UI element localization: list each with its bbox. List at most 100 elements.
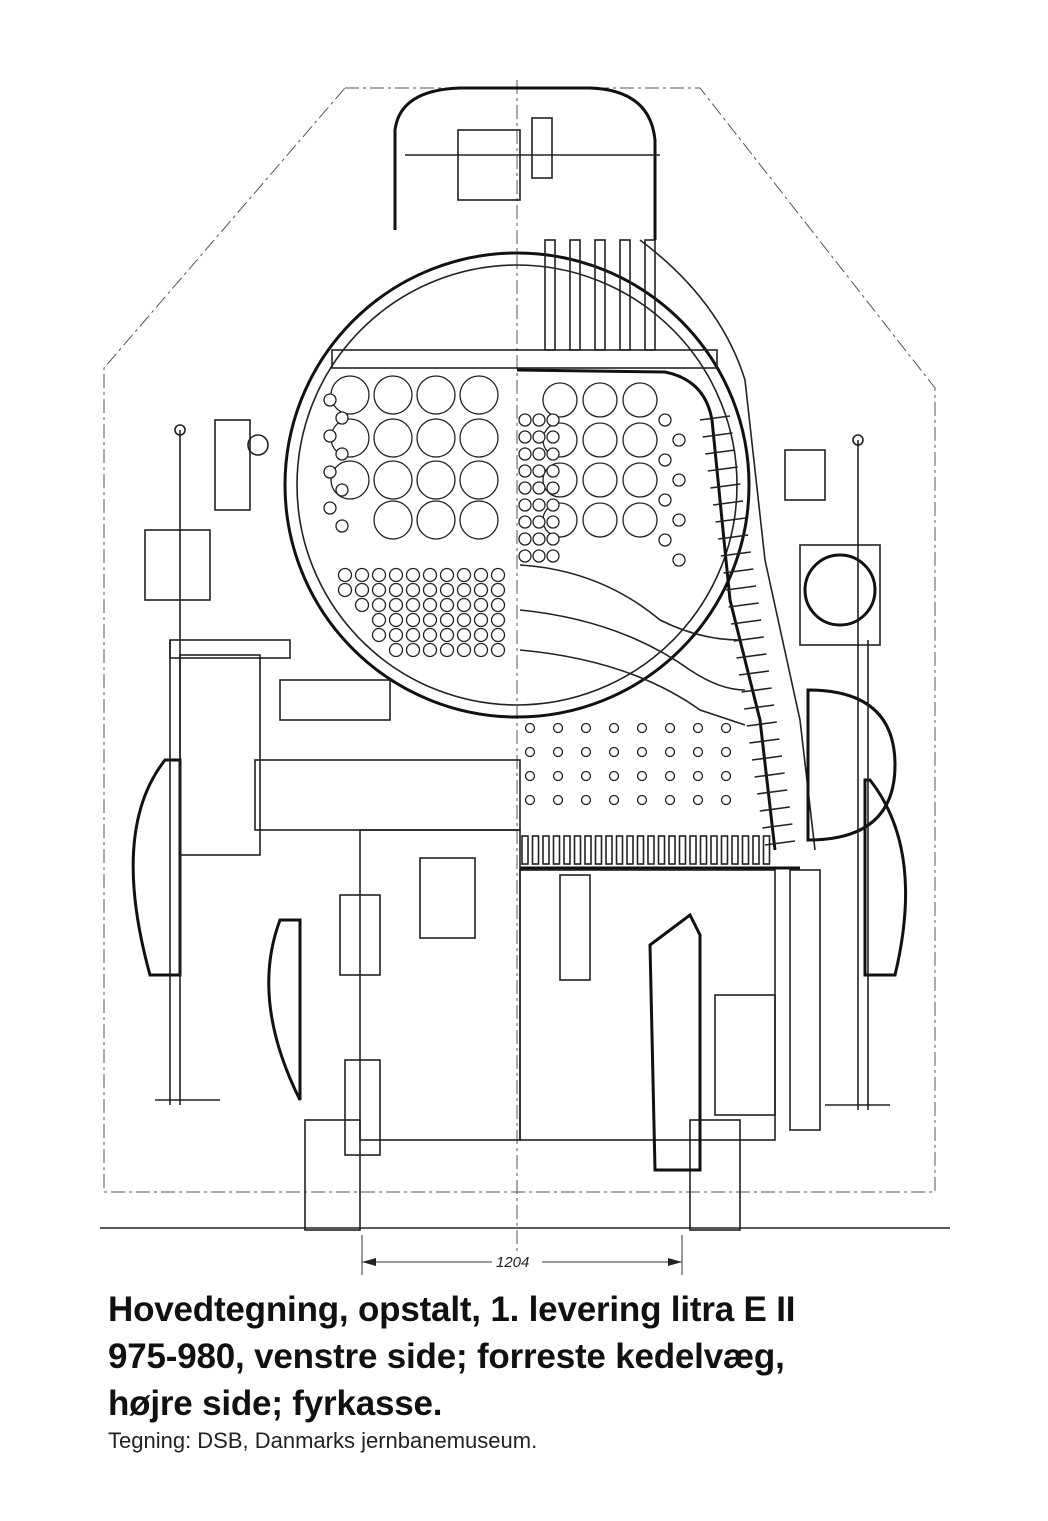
regulator-rod bbox=[644, 239, 656, 351]
boiler-tube bbox=[518, 481, 532, 495]
superheater-flue bbox=[582, 422, 618, 458]
grate-bar bbox=[710, 835, 718, 865]
boiler-tube bbox=[473, 597, 489, 613]
boiler-tube bbox=[672, 433, 686, 447]
grate-bar bbox=[657, 835, 666, 865]
left-injector bbox=[214, 419, 251, 511]
boiler-tube bbox=[490, 642, 506, 658]
whistle-base bbox=[531, 117, 553, 179]
boiler-tube bbox=[518, 515, 532, 529]
boiler-tube bbox=[354, 567, 370, 583]
boiler-tube bbox=[323, 465, 337, 479]
stay-bolt bbox=[720, 794, 732, 806]
tubeplate-curve-3 bbox=[519, 649, 746, 726]
grate-bar bbox=[573, 835, 582, 865]
boiler-tube bbox=[490, 612, 506, 628]
boiler-tube bbox=[518, 413, 532, 427]
boiler-tube bbox=[532, 498, 546, 512]
stay-rung bbox=[720, 551, 751, 557]
superheater-flue bbox=[416, 500, 456, 540]
damper bbox=[648, 912, 702, 1172]
boiler-tube bbox=[371, 627, 387, 643]
superheater-flue bbox=[622, 382, 658, 418]
boiler-tube bbox=[532, 481, 546, 495]
boiler-tube bbox=[388, 567, 404, 583]
boiler-tube bbox=[405, 642, 421, 658]
boiler-tubes bbox=[323, 375, 686, 658]
caption-credit: Tegning: DSB, Danmarks jernbanemuseum. bbox=[108, 1428, 538, 1453]
regulator-rods bbox=[544, 239, 656, 351]
boiler-tube bbox=[456, 567, 472, 583]
boiler-tube bbox=[546, 430, 560, 444]
boiler-tube bbox=[422, 642, 438, 658]
spring-hanger bbox=[419, 857, 476, 939]
stay-rung bbox=[744, 704, 775, 710]
boiler-tube bbox=[405, 582, 421, 598]
boiler-tube bbox=[473, 567, 489, 583]
stay-rung bbox=[705, 449, 736, 455]
stay-bolt bbox=[636, 770, 648, 782]
superheater-flue bbox=[622, 502, 658, 538]
boiler-tube bbox=[405, 627, 421, 643]
stay-rung bbox=[754, 772, 785, 778]
stay-bolt bbox=[552, 722, 564, 734]
boiler-tube bbox=[323, 393, 337, 407]
superheater-flue bbox=[582, 502, 618, 538]
boiler-tube bbox=[518, 430, 532, 444]
boiler-tube bbox=[473, 582, 489, 598]
stay-bolt bbox=[692, 770, 704, 782]
stay-bolt bbox=[636, 794, 648, 806]
boiler-tube bbox=[354, 582, 370, 598]
boiler-tube bbox=[371, 612, 387, 628]
boiler-tube bbox=[439, 642, 455, 658]
boiler-tube bbox=[532, 413, 546, 427]
boiler-tube bbox=[388, 642, 404, 658]
boiler-tube bbox=[532, 549, 546, 563]
regulator-rod bbox=[594, 239, 606, 351]
stay-bolt bbox=[552, 770, 564, 782]
boiler-tube bbox=[388, 597, 404, 613]
stay-bolt bbox=[720, 722, 732, 734]
boiler-tube bbox=[546, 498, 560, 512]
boiler-tube bbox=[546, 464, 560, 478]
boiler-tube bbox=[672, 473, 686, 487]
stay-rung bbox=[715, 517, 746, 523]
boiler-tube bbox=[405, 612, 421, 628]
sand-dome-right bbox=[806, 688, 897, 842]
stay-bolt bbox=[580, 746, 592, 758]
boiler-tube bbox=[658, 453, 672, 467]
grate-bar bbox=[647, 835, 655, 865]
boiler-tube bbox=[532, 464, 546, 478]
boiler-tube bbox=[546, 549, 560, 563]
boiler-tube bbox=[354, 597, 370, 613]
superheater-flue bbox=[459, 460, 499, 500]
superheater-flue bbox=[582, 462, 618, 498]
stay-bolt bbox=[580, 722, 592, 734]
dimension-arrow-left bbox=[362, 1258, 376, 1266]
boiler-tube bbox=[532, 447, 546, 461]
steam-pipe-bar bbox=[331, 349, 718, 369]
boiler-tube bbox=[473, 627, 489, 643]
rail-left bbox=[304, 1119, 361, 1231]
grate-bar bbox=[552, 835, 561, 865]
left-lower-frame bbox=[359, 829, 521, 1141]
stay-bolt bbox=[720, 770, 732, 782]
grate-bar bbox=[689, 835, 697, 865]
boiler-tube bbox=[490, 567, 506, 583]
stay-bolt bbox=[720, 746, 732, 758]
firebox-stays bbox=[699, 415, 796, 846]
left-rail-knob bbox=[174, 424, 186, 436]
superheater-flue bbox=[622, 462, 658, 498]
superheater-flue bbox=[459, 418, 499, 458]
grate-bar bbox=[521, 835, 529, 865]
grate-bar bbox=[762, 835, 771, 865]
superheater-flue bbox=[373, 500, 413, 540]
right-injector bbox=[784, 449, 826, 501]
grate-bar bbox=[752, 835, 760, 865]
stay-rung bbox=[738, 670, 770, 676]
boiler-tube bbox=[388, 612, 404, 628]
caption-title-line-2: 975-980, venstre side; forreste kedelvæg… bbox=[108, 1337, 785, 1376]
right-spring bbox=[789, 869, 821, 1131]
boiler-tube bbox=[405, 597, 421, 613]
stay-rung bbox=[723, 568, 754, 574]
